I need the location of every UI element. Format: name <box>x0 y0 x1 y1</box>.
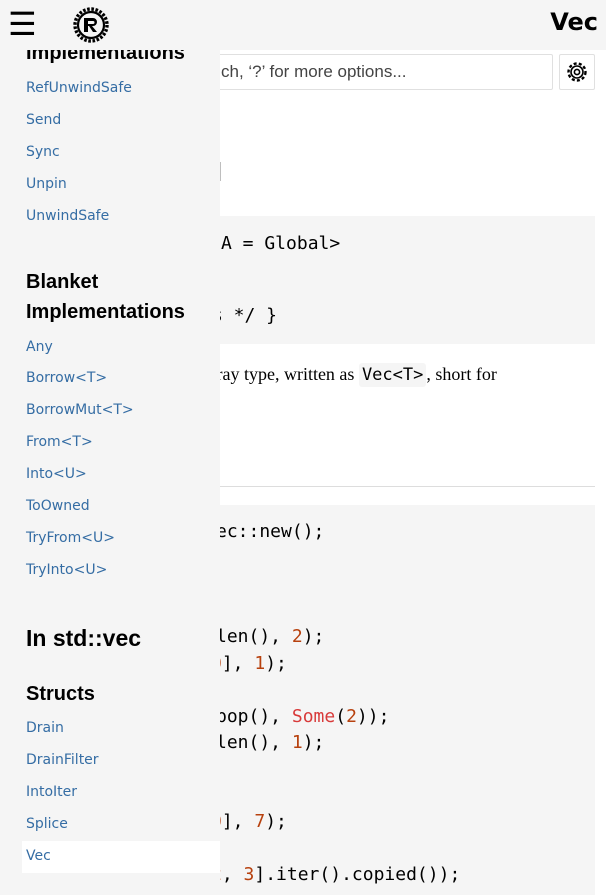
code-line: len(), 1); <box>216 732 325 753</box>
top-bar: ☰ Vec <box>0 0 606 50</box>
gear-icon <box>567 62 587 82</box>
sidebar: Implementations RefUnwindSafe Send Sync … <box>0 0 220 895</box>
sidebar-item-unpin[interactable]: Unpin <box>26 176 67 192</box>
example-code: ec::new(); len(), 2); 0], 1); pop(), Som… <box>190 505 595 895</box>
inline-code: Vec<T> <box>358 363 427 387</box>
module-heading[interactable]: In std::vec <box>26 625 142 651</box>
sidebar-item-unwindsafe[interactable]: UnwindSafe <box>26 208 110 224</box>
sidebar-item-toowned[interactable]: ToOwned <box>26 498 90 514</box>
code-line: pop(), Some(2)); <box>216 706 390 727</box>
sidebar-item-tryinto[interactable]: TryInto<U> <box>26 562 108 578</box>
code-line: A = Global> <box>221 233 341 254</box>
sidebar-item-vec[interactable]: Vec <box>26 848 51 864</box>
sidebar-item-any[interactable]: Any <box>26 339 53 355</box>
crate-title[interactable]: Vec <box>550 8 598 36</box>
sidebar-item-splice[interactable]: Splice <box>26 816 68 832</box>
blanket-heading[interactable]: Blanket Implementations <box>26 267 185 327</box>
sidebar-item-borrow[interactable]: Borrow<T> <box>26 370 108 386</box>
sidebar-item-drainfilter[interactable]: DrainFilter <box>26 752 99 768</box>
description-text: e array type, written as Vec<T>, short f… <box>190 363 497 387</box>
code-line: len(), 2); <box>216 626 325 647</box>
divider <box>190 486 595 487</box>
code-line: ec::new(); <box>216 521 325 542</box>
code-line: s */ } <box>212 305 278 326</box>
sidebar-item-into[interactable]: Into<U> <box>26 466 87 482</box>
sidebar-current-highlight <box>22 841 220 873</box>
menu-icon[interactable]: ☰ <box>8 5 37 43</box>
code-line: 0], 7); <box>211 811 287 832</box>
sidebar-item-from[interactable]: From<T> <box>26 434 93 450</box>
declaration-code: A = Global> s */ } <box>190 216 595 344</box>
sidebar-item-drain[interactable]: Drain <box>26 720 64 736</box>
settings-button[interactable] <box>559 54 595 90</box>
search-input[interactable]: …ch, ‘?’ for more options... <box>195 54 553 90</box>
blanket-heading-line1: Blanket <box>26 271 99 293</box>
rust-logo-icon[interactable] <box>72 6 110 44</box>
structs-heading[interactable]: Structs <box>26 683 95 705</box>
sidebar-item-sync[interactable]: Sync <box>26 144 60 160</box>
sidebar-item-send[interactable]: Send <box>26 112 62 128</box>
desc-before: e array type, written as <box>190 364 359 384</box>
code-line: 2, 3].iter().copied()); <box>211 864 461 885</box>
sidebar-item-refunwindsafe[interactable]: RefUnwindSafe <box>26 80 132 96</box>
blanket-heading-line2: Implementations <box>26 301 185 323</box>
code-line: 0], 1); <box>211 653 287 674</box>
desc-after: , short for <box>426 364 497 384</box>
sidebar-item-intoiter[interactable]: IntoIter <box>26 784 78 800</box>
sidebar-item-tryfrom[interactable]: TryFrom<U> <box>26 530 115 546</box>
sidebar-item-borrowmut[interactable]: BorrowMut<T> <box>26 402 134 418</box>
